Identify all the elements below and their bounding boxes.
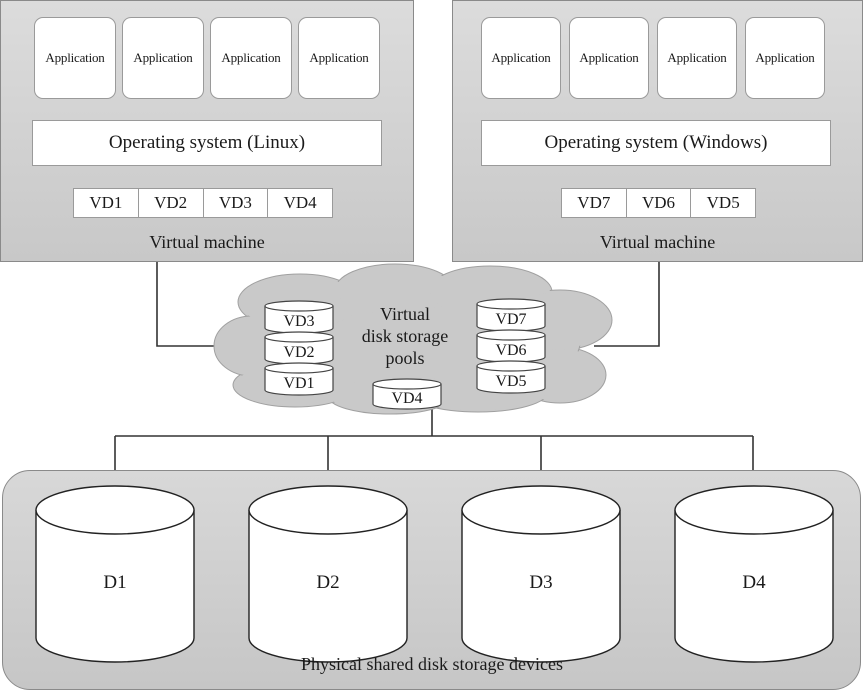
physical-disks: D1 D2 D3 D4 Physical shared disk storage… [35,485,834,674]
virtual-disk-label: VD5 [495,373,526,390]
virtual-disk: VD7 [562,189,627,217]
virtual-disk-row: VD1 VD2 VD3 VD4 [73,188,333,218]
operating-system-box: Operating system (Linux) [32,120,382,166]
virtual-disk-cylinder: VD7 [476,298,546,332]
physical-disk-label: D2 [316,572,339,593]
virtual-machine-label: Virtual machine [149,232,265,252]
physical-disk-cylinder: D3 [461,485,621,663]
application-box: Application [745,17,825,99]
pool-title-line: pools [385,348,424,368]
application-box: Application [210,17,292,99]
virtual-disk: VD1 [74,189,139,217]
virtual-disk: VD6 [627,189,692,217]
application-label: Application [491,50,551,65]
virtual-disk-label: VD4 [391,390,422,407]
application-box: Application [122,17,204,99]
connector-right-vm [594,262,660,347]
virtual-disk-cylinder: VD3 [264,300,334,334]
connector-left-vm [156,262,222,347]
virtual-disk-label: VD2 [283,344,314,361]
virtual-disk-cylinder: VD4 [372,378,442,410]
physical-disk-cylinder: D1 [35,485,195,663]
application-label: Application [133,50,193,65]
application-box: Application [34,17,116,99]
application-label: Application [309,50,369,65]
virtual-disk-cylinder: VD2 [264,331,334,365]
application-box: Application [481,17,561,99]
application-box: Application [298,17,380,99]
virtual-disk-cylinder: VD5 [476,360,546,394]
virtual-disk: VD3 [204,189,269,217]
physical-storage-label: Physical shared disk storage devices [301,654,563,674]
pool-title-line: Virtual [380,304,430,324]
physical-disk-label: D4 [742,572,766,593]
virtual-disk-row: VD7 VD6 VD5 [561,188,756,218]
operating-system-label: Operating system (Windows) [544,132,768,153]
physical-disk-cylinder: D4 [674,485,834,663]
application-label: Application [667,50,727,65]
physical-disk-label: D1 [103,572,126,593]
application-label: Application [45,50,105,65]
application-box: Application [569,17,649,99]
virtual-disk-cylinder: VD6 [476,329,546,363]
application-label: Application [221,50,281,65]
application-label: Application [755,50,815,65]
virtual-disk-cylinder: VD1 [264,362,334,396]
pool-title-line: disk storage [362,326,448,346]
application-label: Application [579,50,639,65]
virtual-machine-linux: Application Application Application Appl… [0,0,414,262]
virtual-disk: VD4 [283,193,317,212]
virtual-machine-label: Virtual machine [599,232,716,252]
virtual-disk-label: VD1 [283,375,314,392]
physical-disk-cylinder: D2 [248,485,408,663]
virtual-disk: VD2 [139,189,204,217]
virtual-disk-label: VD6 [495,342,526,359]
operating-system-label: Operating system (Linux) [108,132,306,153]
operating-system-box: Operating system (Windows) [481,120,831,166]
virtual-disk: VD5 [706,193,740,212]
physical-disk-label: D3 [529,572,552,593]
application-box: Application [657,17,737,99]
virtual-disk-label: VD3 [283,313,314,330]
virtual-disk-label: VD7 [495,311,526,328]
virtual-machine-windows: Application Application Application Appl… [452,0,863,262]
